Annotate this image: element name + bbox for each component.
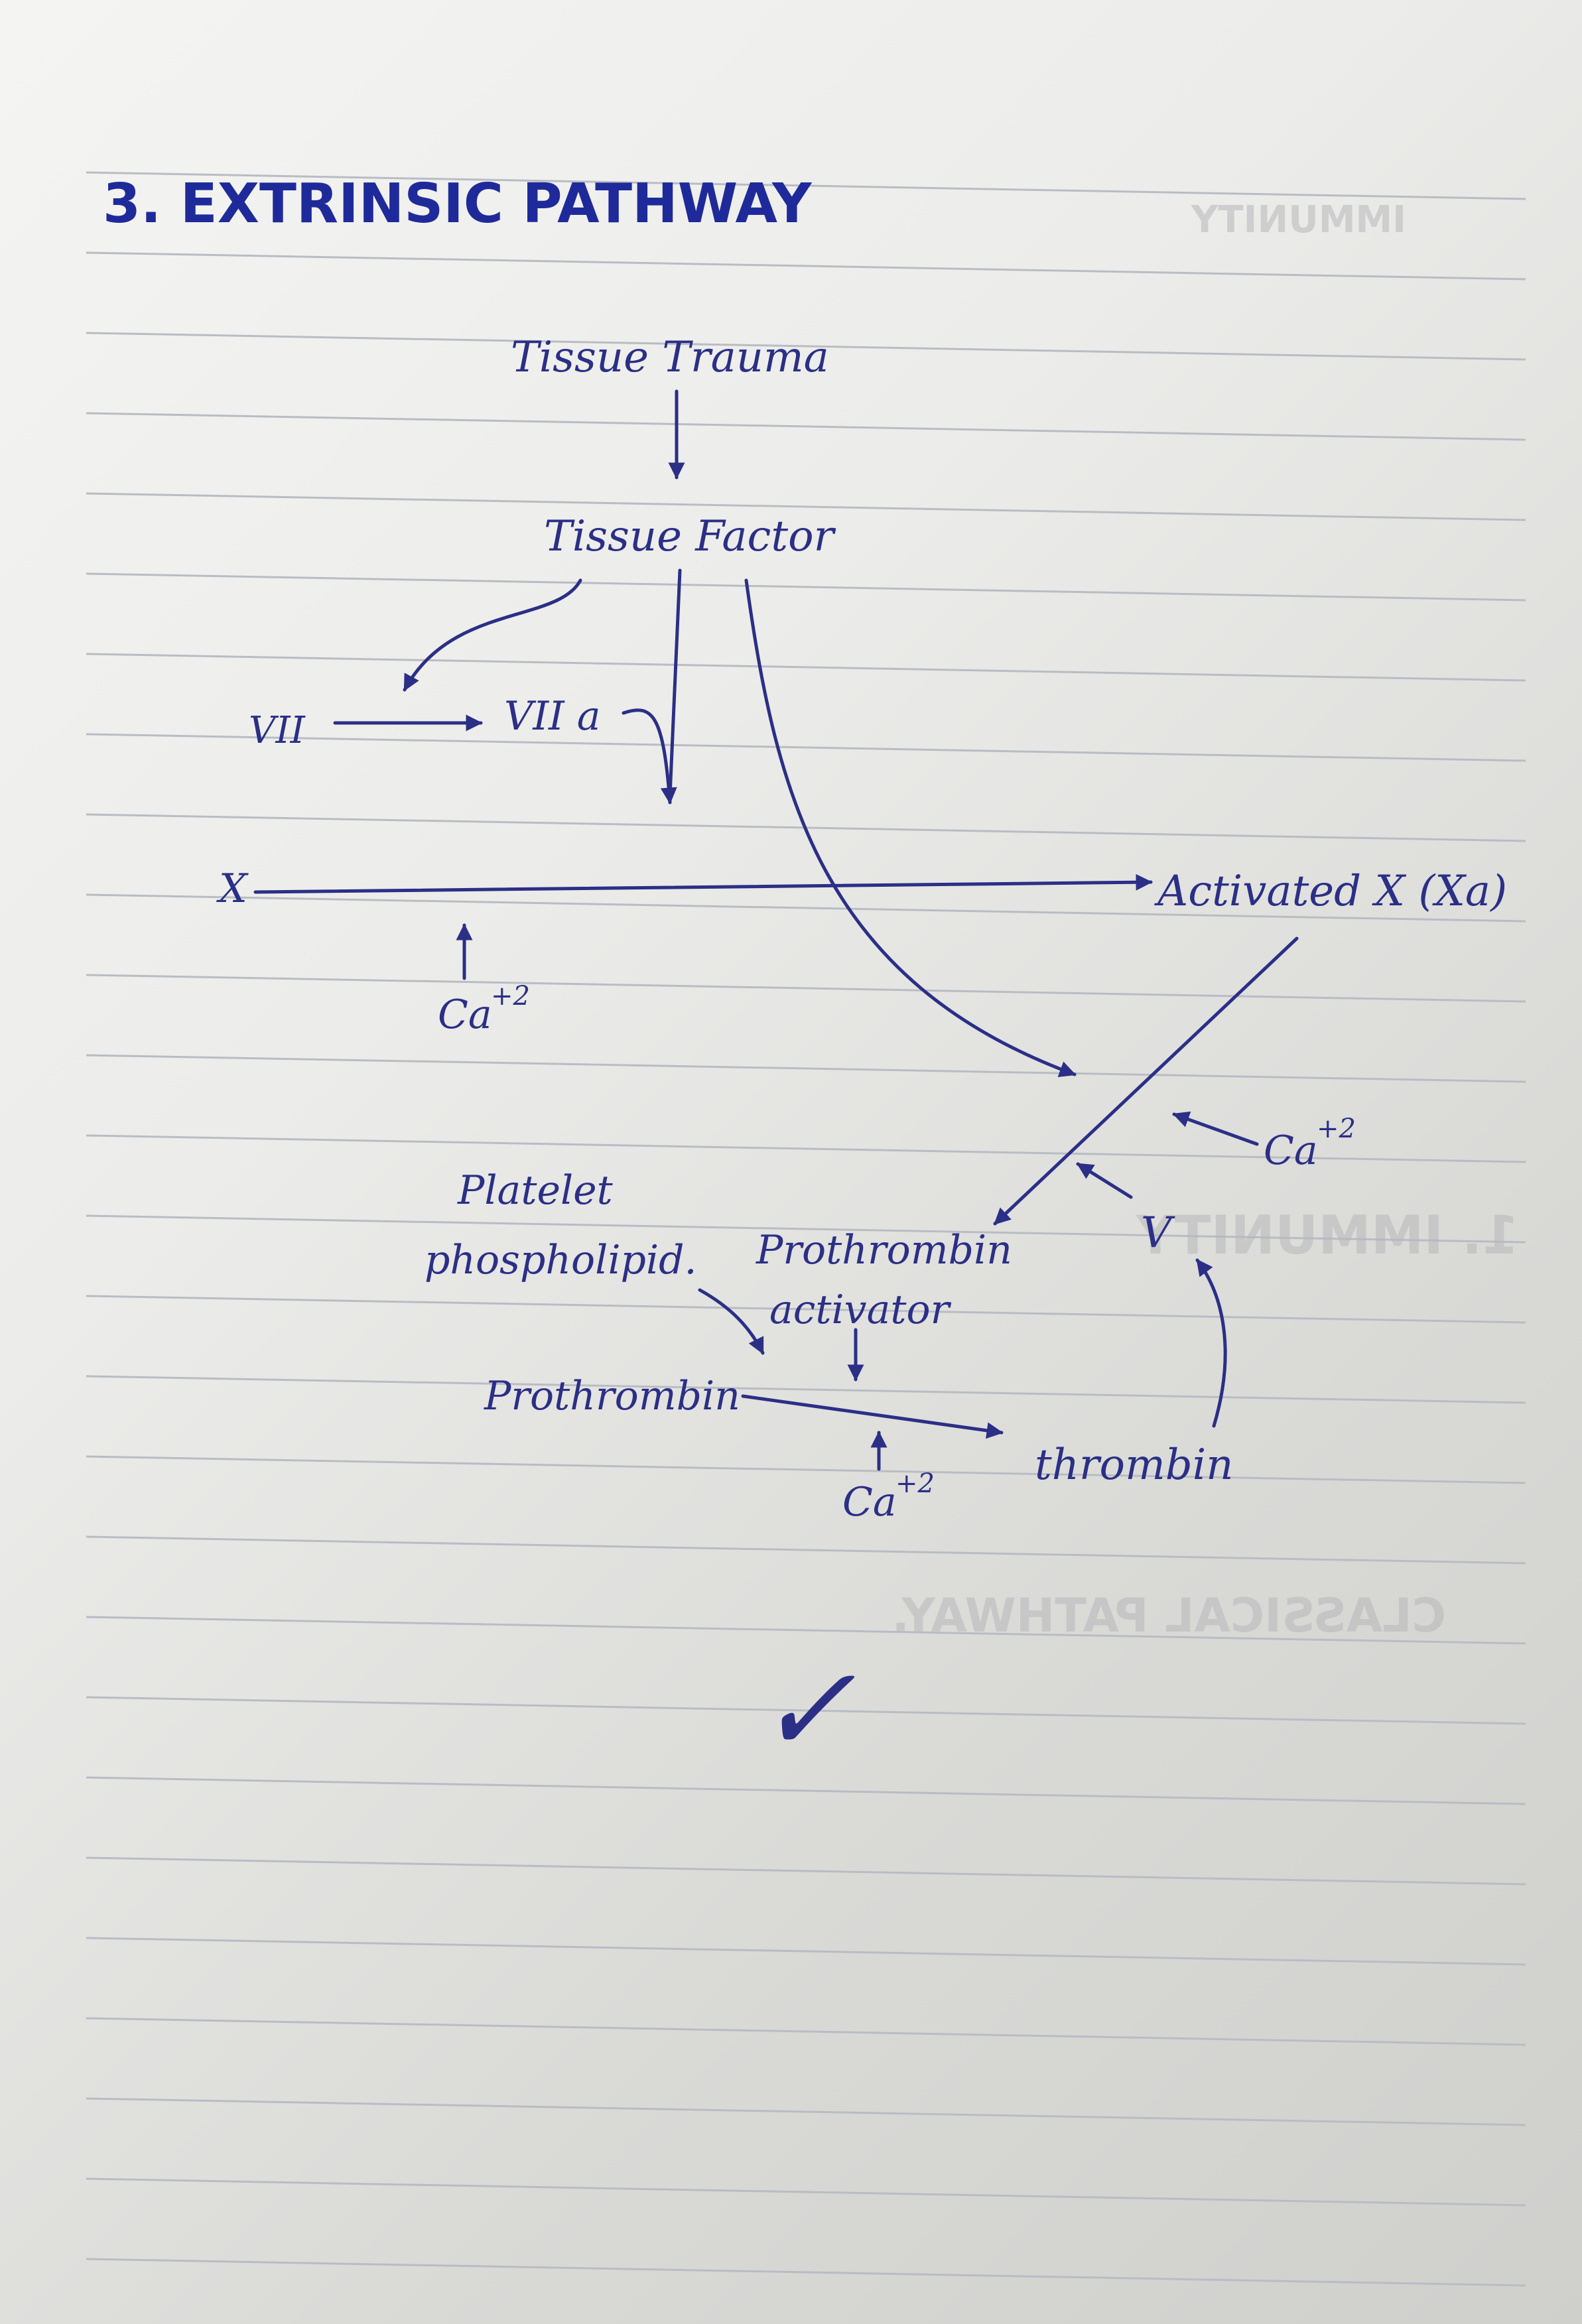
arrow-v-to-activator [1076,1162,1133,1199]
arrow-viia-to-x-reaction [622,708,677,805]
ruled-line [86,1616,1526,1645]
arrow-ca2-to-activator [1172,1111,1259,1146]
ruled-line [86,893,1526,923]
arrow-prothrombin-to-thrombin [741,1394,1004,1439]
label-ca-2-sup: +2 [1317,1114,1356,1144]
ghost-immunity-top: IMMUNITY [1190,198,1406,241]
label-ca-1-sup: +2 [491,981,530,1011]
label-ca-1: Ca [438,992,492,1038]
arrow-thrombin-to-v [1195,1258,1227,1428]
label-v: V [1141,1208,1175,1258]
label-ca-3: Ca [842,1479,897,1525]
ruled-line [86,2017,1526,2046]
ghost-classical-pathway: CLASSICAL PATHWAY. [891,1588,1446,1643]
label-ca-3-sup: +2 [895,1468,935,1499]
ruled-line [86,1455,1526,1484]
ruled-line [86,1134,1526,1163]
ruled-line [86,171,1526,200]
ruled-line [86,1295,1526,1324]
bleed-through: IMMUNITY 1. IMMUNITY CLASSICAL PATHWAY. [891,198,1519,1643]
ruled-line [86,1535,1526,1565]
diagram-labels: Tissue Trauma Tissue Factor VII VII a X … [216,333,1507,1779]
diagram-title: 3. EXTRINSIC PATHWAY [103,172,813,235]
label-vii: VII [249,709,306,752]
label-prothrombin: Prothrombin [484,1373,740,1419]
ruled-line [86,572,1526,602]
ruled-line [86,2097,1526,2126]
ghost-immunity-mid: 1. IMMUNITY [1136,1204,1519,1266]
arrow-x-to-activated-x [253,873,1153,894]
ruled-line [86,1375,1526,1404]
label-activated-x: Activated X (Xa) [1154,867,1507,916]
diagram-arrows [253,389,1299,1471]
ruled-line [86,332,1526,361]
ruled-line [86,492,1526,521]
ruled-line [86,412,1526,441]
label-viia: VII a [504,693,601,740]
ruled-line [86,733,1526,762]
arrow-factor-to-vii [403,578,582,692]
ruled-line [86,653,1526,682]
label-ca-2: Ca [1264,1128,1318,1174]
ruled-line [86,1696,1526,1725]
ruled-line [86,1856,1526,1886]
ruled-line [86,2177,1526,2207]
ruled-line [86,1214,1526,1244]
label-thrombin: thrombin [1035,1441,1233,1490]
arrow-phospholipid-to-activator [698,1288,765,1355]
arrow-factor-to-activator [744,578,1077,1077]
label-tissue-factor: Tissue Factor [544,512,836,561]
label-phospholipid: phospholipid. [425,1237,697,1283]
label-tissue-trauma: Tissue Trauma [511,333,829,382]
label-prothrombin-activator-2: activator [769,1287,952,1333]
label-platelet: Platelet [457,1167,614,1214]
arrow-factor-to-x-reaction [668,568,682,798]
check-mark: ✓ [756,1641,856,1779]
ruled-line [86,974,1526,1003]
label-prothrombin-activator-1: Prothrombin [756,1227,1012,1273]
ruled-lines [86,171,1526,2287]
label-x: X [216,866,249,912]
arrow-xa-to-activator [993,936,1299,1226]
ruled-line [86,2258,1526,2287]
ruled-line [86,1776,1526,1805]
ruled-line [86,251,1526,281]
ruled-line [86,1937,1526,1966]
ruled-line [86,1054,1526,1083]
